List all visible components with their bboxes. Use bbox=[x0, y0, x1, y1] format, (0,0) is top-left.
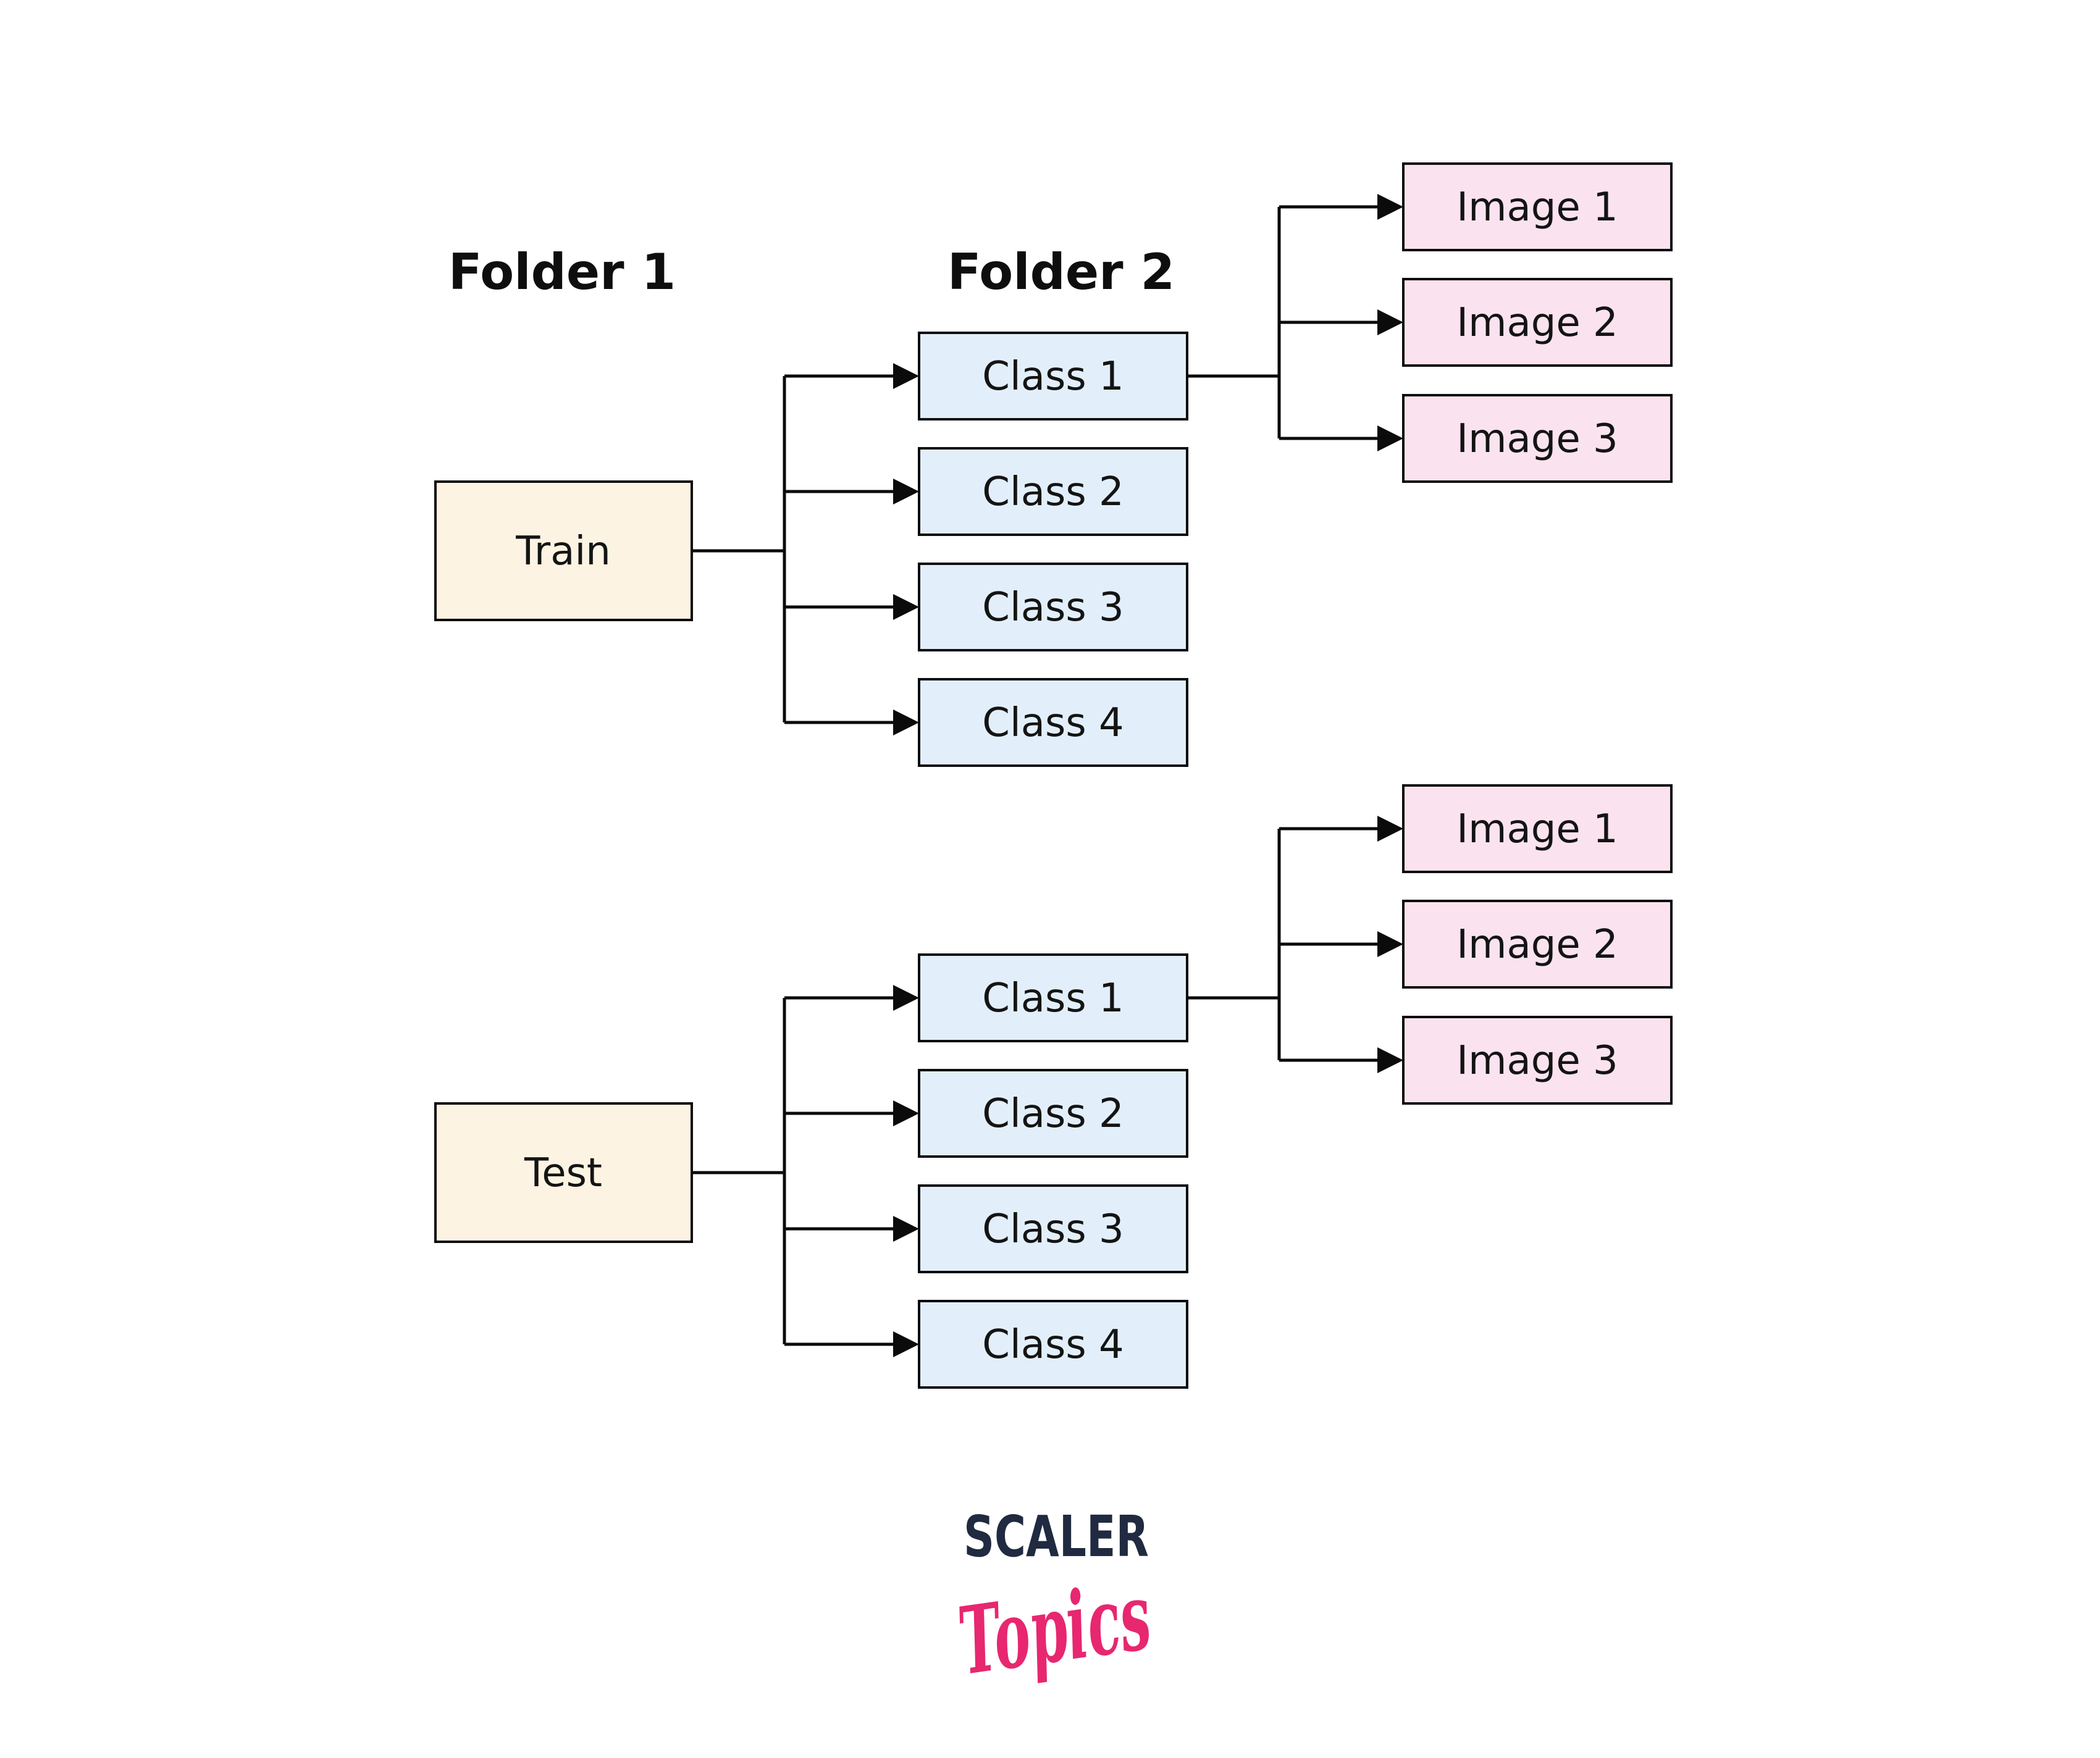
train-root-box bbox=[434, 480, 693, 621]
arrowhead-icon bbox=[1377, 931, 1403, 957]
train-to-class-connectors bbox=[692, 363, 919, 735]
arrowhead-icon bbox=[893, 1331, 919, 1357]
arrowhead-icon bbox=[893, 594, 919, 620]
test-image-boxes: Image 1 Image 2 Image 3 bbox=[1402, 784, 1673, 1105]
train-image-label: Image 1 bbox=[1456, 185, 1618, 230]
arrowhead-icon bbox=[893, 363, 919, 389]
test-class-box bbox=[918, 1300, 1188, 1389]
test-class-label: Class 1 bbox=[982, 976, 1124, 1021]
train-class-label: Class 1 bbox=[982, 354, 1124, 400]
test-class-box bbox=[918, 953, 1188, 1042]
train-class-box bbox=[918, 563, 1188, 651]
arrowhead-icon bbox=[1377, 1047, 1403, 1073]
train-class-box bbox=[918, 332, 1188, 421]
test-image-label: Image 3 bbox=[1456, 1038, 1618, 1084]
train-class-label: Class 2 bbox=[982, 469, 1124, 515]
test-image-label: Image 2 bbox=[1456, 922, 1618, 968]
test-class-boxes: Class 1 Class 2 Class 3 Class 4 bbox=[918, 953, 1188, 1389]
train-class-box bbox=[918, 678, 1188, 767]
train-image-label: Image 2 bbox=[1456, 300, 1618, 346]
arrowhead-icon bbox=[1377, 309, 1403, 335]
test-image-box bbox=[1402, 784, 1673, 873]
arrowhead-icon bbox=[893, 985, 919, 1011]
train-class-box bbox=[918, 447, 1188, 536]
test-image-box bbox=[1402, 900, 1673, 989]
test-class-label: Class 2 bbox=[982, 1091, 1124, 1137]
arrowhead-icon bbox=[1377, 194, 1403, 220]
train-class-boxes: Class 1 Class 2 Class 3 Class 4 bbox=[918, 332, 1188, 767]
test-image-label: Image 1 bbox=[1456, 806, 1618, 852]
test-to-class-connectors bbox=[692, 985, 919, 1357]
test-class-box bbox=[918, 1069, 1188, 1158]
folder2-header: Folder 2 bbox=[947, 243, 1175, 301]
train-image-box bbox=[1402, 278, 1673, 367]
train-image-label: Image 3 bbox=[1456, 416, 1618, 462]
train-root-label: Train bbox=[515, 529, 611, 574]
test-root-label: Test bbox=[524, 1150, 602, 1196]
train-class-label: Class 4 bbox=[982, 700, 1124, 746]
train-image-box bbox=[1402, 162, 1673, 251]
train-class-label: Class 3 bbox=[982, 585, 1124, 630]
train-group: Train Class 1 Class 2 Class 3 Class 4 Im… bbox=[434, 162, 1673, 767]
test-image-box bbox=[1402, 1016, 1673, 1105]
arrowhead-icon bbox=[1377, 425, 1403, 451]
column-headers: Folder 1 Folder 2 bbox=[448, 243, 1175, 301]
train-class1-to-image-connectors bbox=[1187, 194, 1403, 451]
arrowhead-icon bbox=[893, 479, 919, 504]
folder1-header: Folder 1 bbox=[448, 243, 676, 301]
arrowhead-icon bbox=[1377, 816, 1403, 842]
topics-logo-text: Topics bbox=[952, 1562, 1157, 1696]
test-root-box bbox=[434, 1102, 693, 1243]
arrowhead-icon bbox=[893, 1216, 919, 1242]
scaler-topics-logo: SCALER Topics bbox=[952, 1504, 1157, 1696]
scaler-logo-text: SCALER bbox=[964, 1504, 1149, 1570]
arrowhead-icon bbox=[893, 1100, 919, 1126]
train-image-box bbox=[1402, 394, 1673, 483]
arrowhead-icon bbox=[893, 709, 919, 735]
test-class1-to-image-connectors bbox=[1187, 816, 1403, 1073]
test-group: Test Class 1 Class 2 Class 3 Class 4 Ima… bbox=[434, 784, 1673, 1389]
test-class-label: Class 4 bbox=[982, 1322, 1124, 1368]
train-image-boxes: Image 1 Image 2 Image 3 bbox=[1402, 162, 1673, 483]
test-class-label: Class 3 bbox=[982, 1207, 1124, 1252]
test-class-box bbox=[918, 1184, 1188, 1273]
